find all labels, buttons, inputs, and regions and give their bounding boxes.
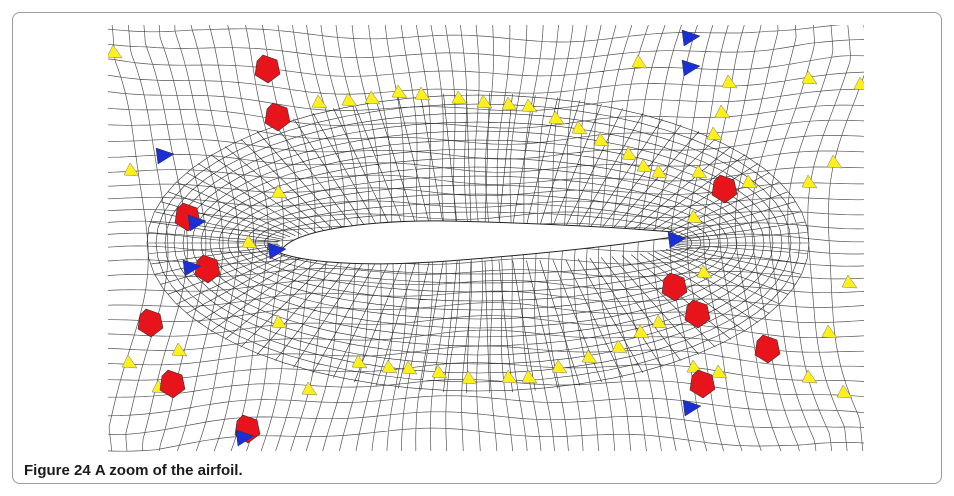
yellow-marker — [391, 84, 408, 99]
yellow-marker — [706, 126, 723, 141]
yellow-marker — [341, 92, 358, 107]
caption-label: Figure 24 — [24, 462, 91, 479]
yellow-marker — [123, 162, 140, 177]
yellow-marker — [714, 104, 731, 119]
blue-marker — [681, 29, 701, 47]
yellow-marker — [651, 314, 668, 329]
airfoil-mesh-figure — [108, 25, 864, 452]
blue-marker — [187, 214, 207, 232]
yellow-marker — [351, 354, 368, 369]
yellow-marker — [271, 184, 288, 199]
blue-marker — [681, 59, 701, 77]
yellow-marker — [451, 90, 468, 105]
yellow-marker — [853, 76, 864, 90]
blue-marker — [235, 429, 255, 447]
yellow-marker — [621, 146, 638, 161]
yellow-marker — [501, 96, 518, 111]
yellow-marker — [581, 349, 598, 364]
red-marker — [254, 54, 281, 84]
yellow-marker — [651, 164, 668, 179]
yellow-marker — [521, 369, 538, 384]
red-marker — [661, 272, 688, 302]
yellow-marker — [836, 384, 853, 399]
airfoil-interior — [279, 220, 674, 265]
yellow-marker — [631, 54, 648, 69]
yellow-marker — [696, 264, 713, 279]
airfoil-fine-mesh — [146, 93, 810, 393]
red-marker — [194, 254, 221, 284]
yellow-marker — [691, 164, 708, 179]
yellow-marker — [461, 370, 478, 385]
yellow-marker — [841, 274, 858, 289]
yellow-marker — [381, 359, 398, 374]
yellow-marker — [636, 158, 653, 173]
yellow-marker — [593, 132, 610, 147]
red-marker — [159, 369, 186, 399]
yellow-marker — [821, 324, 838, 339]
red-marker — [711, 174, 738, 204]
yellow-marker — [571, 120, 588, 135]
yellow-marker — [414, 86, 431, 101]
quality-markers — [108, 29, 864, 447]
red-marker — [689, 369, 716, 399]
red-marker — [754, 334, 781, 364]
yellow-marker — [271, 314, 288, 329]
yellow-marker — [686, 209, 703, 224]
yellow-marker — [476, 94, 493, 109]
yellow-marker — [501, 369, 518, 384]
blue-marker — [155, 147, 175, 165]
red-marker — [264, 102, 291, 132]
yellow-marker — [826, 154, 843, 169]
red-marker — [684, 299, 711, 329]
yellow-marker — [241, 234, 258, 249]
yellow-marker — [611, 339, 628, 354]
yellow-marker — [108, 44, 123, 59]
yellow-marker — [801, 70, 818, 85]
yellow-marker — [521, 98, 538, 113]
yellow-marker — [801, 369, 818, 384]
yellow-marker — [121, 354, 138, 369]
yellow-marker — [721, 74, 738, 89]
yellow-marker — [431, 364, 448, 379]
yellow-marker — [171, 342, 188, 357]
blue-marker — [182, 259, 202, 277]
yellow-marker — [548, 110, 565, 125]
figure-caption: Figure 24 A zoom of the airfoil. — [24, 462, 243, 479]
yellow-marker — [741, 174, 758, 189]
blue-marker — [267, 242, 287, 260]
yellow-marker — [633, 324, 650, 339]
yellow-marker — [686, 359, 703, 374]
red-marker — [137, 308, 164, 338]
yellow-marker — [801, 174, 818, 189]
yellow-marker — [401, 360, 418, 375]
fine-mesh-lines — [146, 93, 810, 393]
caption-text: A zoom of the airfoil. — [94, 462, 243, 479]
yellow-marker — [551, 359, 568, 374]
blue-marker — [667, 231, 687, 249]
yellow-marker — [364, 90, 381, 105]
blue-marker — [682, 399, 702, 417]
yellow-marker — [301, 381, 318, 396]
yellow-marker — [311, 94, 328, 109]
yellow-marker — [711, 364, 728, 379]
